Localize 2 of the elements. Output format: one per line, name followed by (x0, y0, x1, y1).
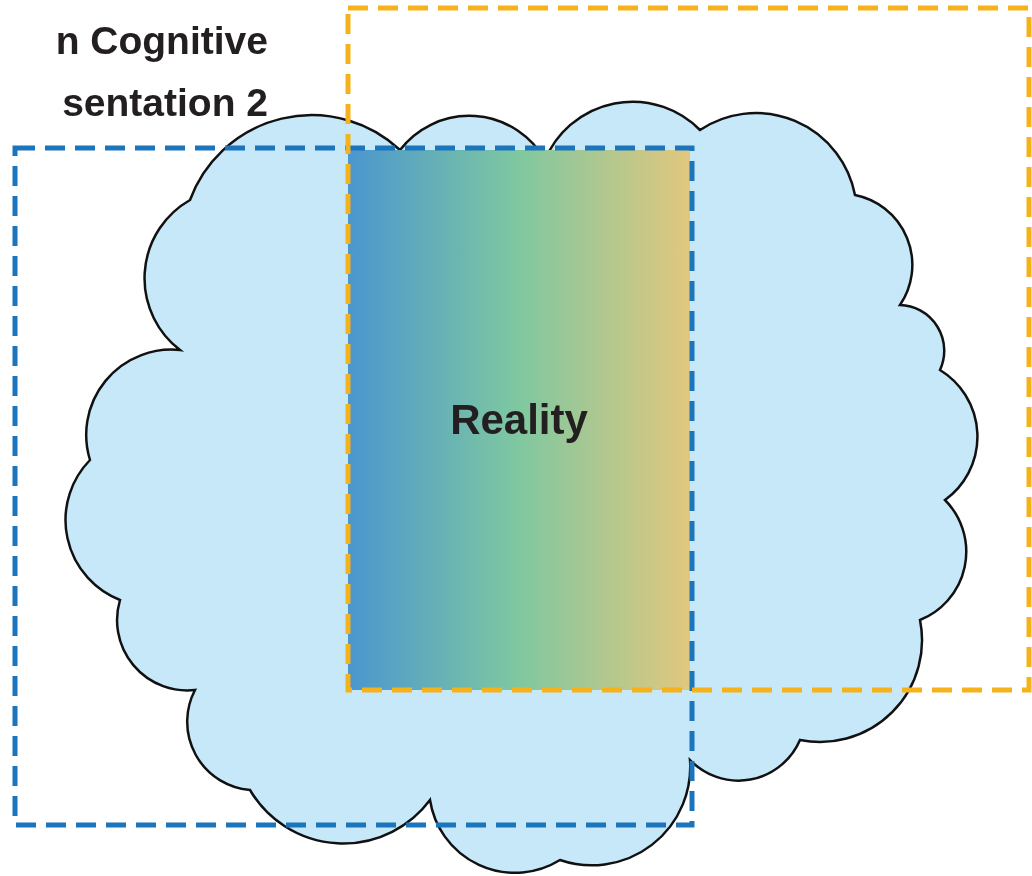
heading-text: n Cognitive sentation 2 (54, 18, 268, 126)
box-label: Reality (449, 396, 589, 444)
